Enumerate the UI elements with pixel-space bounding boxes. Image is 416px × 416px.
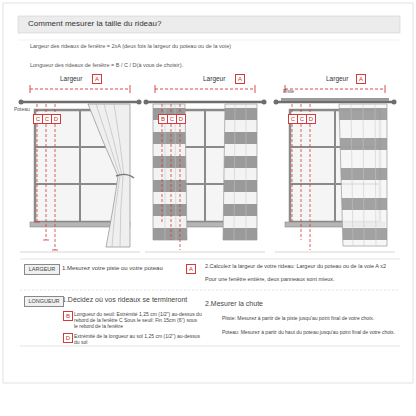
section-box: LARGEUR <box>24 264 60 275</box>
box-text: A <box>359 76 364 83</box>
box-text: LARGEUR <box>28 266 56 272</box>
letter-box: D <box>51 114 61 124</box>
step-text: 1.Mesurez votre piste ou votre poteau <box>62 265 163 272</box>
option-text: Extrémité de la longueur au sol 1,25 cm … <box>74 333 202 345</box>
box-text: B <box>161 116 166 123</box>
note: Longueur des rideaux de fenêtre = B / C … <box>30 62 183 69</box>
box-text: D <box>179 116 184 123</box>
box-text: C <box>36 116 41 123</box>
letter-box: D <box>306 114 316 124</box>
letter-box: A <box>92 74 102 84</box>
letter-box: D <box>176 114 186 124</box>
box-text: B <box>66 313 71 320</box>
box-text: D <box>66 335 71 342</box>
box-text: C <box>291 116 296 123</box>
dimension-label: Largeur <box>60 75 82 83</box>
letter-box: A <box>235 74 245 84</box>
box-text: A <box>189 266 194 273</box>
letter-box: A <box>356 74 366 84</box>
part-name: Piste <box>283 88 294 94</box>
note: Largeur des rideaux de fenêtre = 2xA (de… <box>30 43 231 50</box>
part-name: Poteau <box>14 106 30 112</box>
box-text: A <box>95 76 100 83</box>
box-text: D <box>309 116 314 123</box>
dimension-label: Largeur <box>326 75 348 83</box>
dimension-label: Largeur <box>203 75 225 83</box>
box-text: C <box>170 116 175 123</box>
note: Pour une fenêtre entière, deux panneaux … <box>205 276 400 283</box>
box-text: D <box>54 116 59 123</box>
note: Pitste: Mesurez à partir de la piste jus… <box>222 315 400 321</box>
step-text: 2.Calculez la largeur de votre rideau: L… <box>205 263 400 270</box>
note: Poteau: Mesurez à partir du haut du pote… <box>222 329 400 335</box>
step-text: 2.Mesurer la chute <box>205 300 263 308</box>
option-text: Longueur du seuil: Extrémité 1,25 cm (1/… <box>74 311 202 329</box>
box-text: A <box>238 76 243 83</box>
box-text: LONGUEUR <box>28 298 60 304</box>
section-box: LONGUEUR <box>24 296 64 307</box>
letter-box: D <box>63 333 73 343</box>
letter-box: B <box>63 311 73 321</box>
box-text: C <box>300 116 305 123</box>
letter-box: A <box>186 264 196 274</box>
box-text: C <box>45 116 50 123</box>
page-title: Comment mesurer la taille du rideau? <box>28 19 161 29</box>
step-text: 1.Décidez où vos rideaux se termineront <box>62 296 187 304</box>
